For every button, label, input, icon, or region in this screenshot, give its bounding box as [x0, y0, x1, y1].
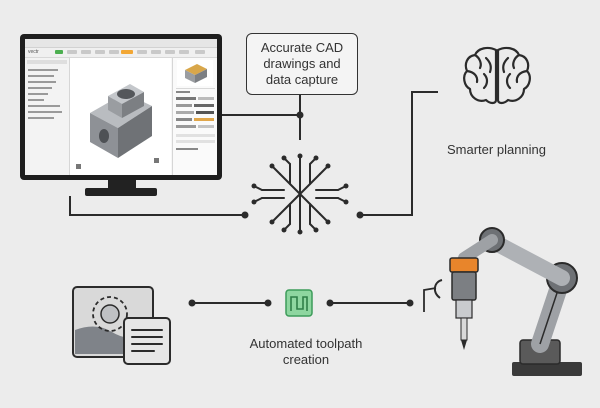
material-swatch[interactable] [198, 125, 214, 128]
material-swatch[interactable] [176, 111, 194, 114]
cad-app-screen: vectr [25, 39, 217, 175]
tree-item[interactable] [28, 111, 62, 113]
tree-item[interactable] [28, 99, 44, 101]
tree-item[interactable] [28, 87, 52, 89]
toolbar-button[interactable] [67, 50, 77, 54]
app-brand: vectr [28, 49, 39, 55]
material-swatch[interactable] [176, 97, 196, 100]
sidebar-tabs[interactable] [27, 60, 67, 64]
material-swatch[interactable] [198, 97, 214, 100]
toolbar-button[interactable] [195, 50, 205, 54]
panel-label [176, 91, 190, 93]
material-swatch[interactable] [194, 104, 214, 107]
part-thumbnail [177, 60, 213, 86]
tree-item[interactable] [28, 81, 56, 83]
panel-dropdown[interactable] [176, 140, 215, 143]
tree-item[interactable] [28, 75, 54, 77]
properties-panel [172, 58, 217, 175]
automated-toolpath-label: Automated toolpath creation [249, 336, 363, 367]
tree-item[interactable] [28, 105, 60, 107]
toolbar-button[interactable] [137, 50, 147, 54]
toolbar-green-button[interactable] [55, 50, 63, 54]
feature-tree-sidebar [25, 58, 70, 175]
window-titlebar [25, 39, 217, 48]
toolbar-button[interactable] [109, 50, 119, 54]
toolbar-button[interactable] [95, 50, 105, 54]
panel-divider [176, 88, 215, 89]
3d-viewport[interactable] [70, 58, 171, 175]
tree-item[interactable] [28, 69, 58, 71]
material-swatch-selected[interactable] [194, 118, 214, 121]
tree-item[interactable] [28, 93, 48, 95]
toolbar-button[interactable] [179, 50, 189, 54]
circuit-hub-icon [251, 153, 349, 235]
toolpath-icon [285, 289, 313, 317]
monitor-stand-neck [108, 180, 136, 188]
app-toolbar: vectr [25, 48, 217, 58]
drawing-document-icon [72, 286, 171, 365]
material-swatch[interactable] [176, 104, 192, 107]
tree-item[interactable] [28, 117, 54, 119]
cad-callout-box: Accurate CAD drawings and data capture [246, 33, 358, 95]
smarter-planning-label: Smarter planning [447, 142, 546, 157]
material-swatch[interactable] [176, 125, 196, 128]
material-swatch[interactable] [176, 118, 192, 121]
cad-callout-text: Accurate CAD drawings and data capture [260, 40, 344, 87]
toolbar-orange-button[interactable] [121, 50, 133, 54]
toolbar-button[interactable] [165, 50, 175, 54]
monitor-stand-base [85, 188, 157, 196]
material-swatch[interactable] [196, 111, 214, 114]
panel-text [176, 148, 198, 150]
panel-dropdown[interactable] [176, 134, 215, 137]
robot-arm-icon [423, 227, 582, 376]
toolbar-button[interactable] [151, 50, 161, 54]
machined-part-model [76, 84, 159, 169]
brain-icon [463, 46, 531, 105]
toolbar-button[interactable] [81, 50, 91, 54]
